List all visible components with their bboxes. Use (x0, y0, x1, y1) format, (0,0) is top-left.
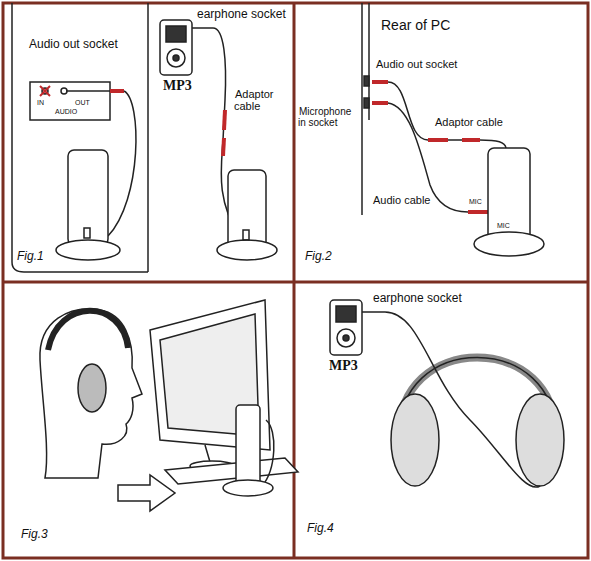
figure-number: Fig.4 (306, 522, 335, 535)
part-label: Audio out socket (28, 38, 148, 51)
part-label: earphone socket (196, 8, 288, 21)
part-label: Audio cable (372, 194, 442, 206)
part-label: MP3 (328, 358, 359, 373)
part-label: AUDIO (54, 108, 78, 116)
part-label: MIC (496, 222, 511, 230)
part-label: OUT (74, 99, 91, 107)
figure-number: Fig.2 (304, 250, 333, 263)
part-label: Adaptor cable (234, 88, 286, 112)
part-label: Microphone in socket (298, 106, 358, 128)
panel-frame (3, 3, 588, 558)
fig3-drawing (40, 300, 298, 511)
figure-number: Fig.3 (20, 528, 49, 541)
fig1-drawing (12, 3, 277, 272)
part-label: earphone socket (372, 292, 472, 305)
fig2-drawing (362, 3, 544, 256)
part-label: IN (36, 99, 45, 107)
part-label: Rear of PC (380, 18, 500, 33)
part-label: MP3 (162, 78, 193, 93)
part-label: Audio out socket (375, 58, 485, 70)
part-label: Adaptor cable (434, 116, 524, 128)
part-label: MIC (468, 198, 483, 206)
figure-number: Fig.1 (16, 250, 45, 263)
fig4-drawing (330, 300, 564, 487)
